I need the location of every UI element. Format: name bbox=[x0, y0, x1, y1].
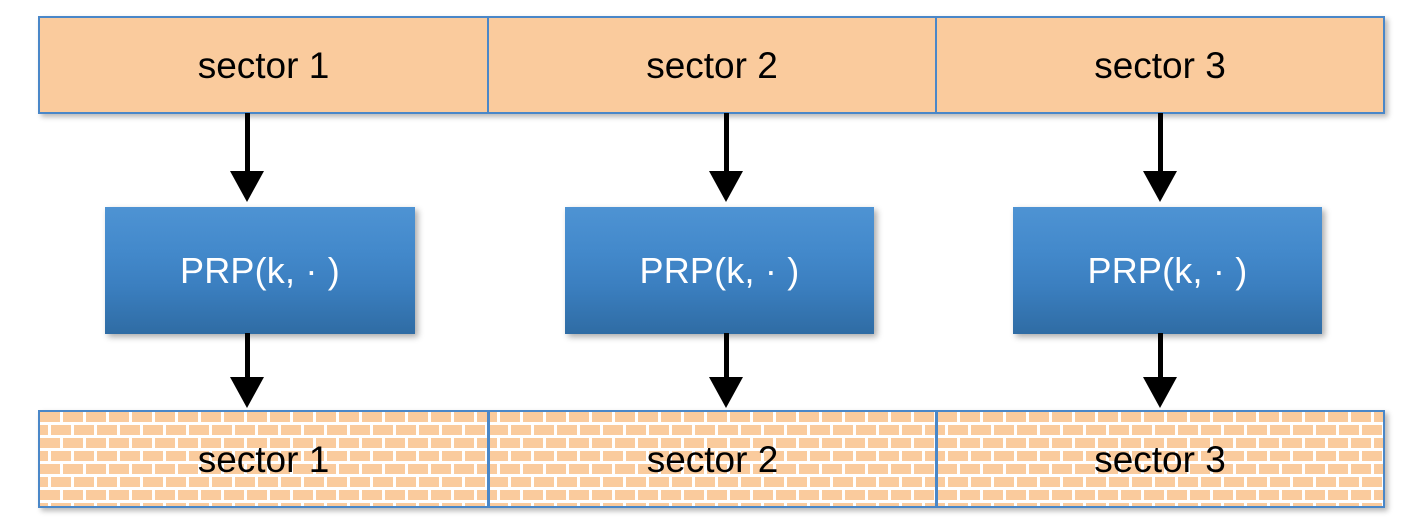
ciphertext-sector-label-1: sector 1 bbox=[197, 438, 330, 480]
arrow-prp-1-to-ciphertext-1 bbox=[224, 333, 270, 411]
plaintext-sector-label-3: sector 3 bbox=[1094, 44, 1226, 86]
plaintext-sector-label-2: sector 2 bbox=[646, 44, 778, 86]
plaintext-sector-cell-1: sector 1 bbox=[40, 18, 487, 112]
plaintext-sector-label-1: sector 1 bbox=[197, 44, 330, 86]
arrow-plaintext-1-to-prp-1 bbox=[224, 113, 270, 205]
ciphertext-sector-cell-2: sector 2 bbox=[487, 412, 935, 506]
arrow-prp-3-to-ciphertext-3 bbox=[1137, 333, 1183, 411]
prp-box-label-1: PRP(k, · ) bbox=[180, 249, 340, 291]
arrow-prp-2-to-ciphertext-2 bbox=[703, 333, 749, 411]
plaintext-sector-cell-3: sector 3 bbox=[935, 18, 1383, 112]
prp-box-3: PRP(k, · ) bbox=[1013, 207, 1322, 334]
arrow-plaintext-2-to-prp-2 bbox=[703, 113, 749, 205]
ciphertext-sector-cell-1: sector 1 bbox=[40, 412, 487, 506]
arrow-plaintext-3-to-prp-3 bbox=[1137, 113, 1183, 205]
prp-box-label-2: PRP(k, · ) bbox=[639, 249, 800, 291]
plaintext-sector-strip: sector 1 sector 2 sector 3 bbox=[38, 16, 1385, 114]
ciphertext-sector-label-2: sector 2 bbox=[646, 438, 779, 480]
prp-box-1: PRP(k, · ) bbox=[105, 207, 415, 334]
ciphertext-sector-cell-3: sector 3 bbox=[935, 412, 1382, 506]
brick-pattern bbox=[40, 412, 1383, 506]
ciphertext-sector-label-3: sector 3 bbox=[1094, 438, 1226, 480]
prp-box-2: PRP(k, · ) bbox=[565, 207, 874, 334]
plaintext-sector-cell-2: sector 2 bbox=[487, 18, 935, 112]
prp-box-label-3: PRP(k, · ) bbox=[1087, 249, 1248, 291]
ciphertext-sector-strip: sector 1 sector 2 sector 3 bbox=[38, 410, 1385, 508]
